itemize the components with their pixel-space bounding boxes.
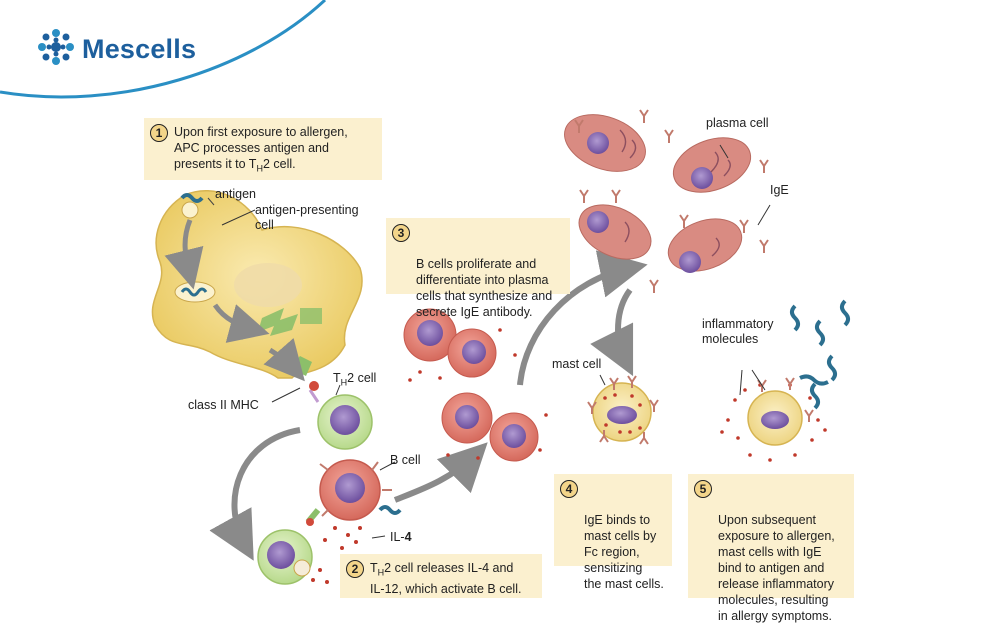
activated-mast-cell [720, 377, 827, 462]
label-il4: IL-4 [390, 530, 412, 544]
step-3-number: 3 [392, 224, 410, 242]
label-mhc: class II MHC [188, 398, 259, 412]
logo-icon [38, 29, 74, 65]
arrow-th2-down [209, 427, 301, 561]
step-1-number: 1 [150, 124, 168, 142]
step-5: 5 Upon subsequent exposure to allergen, … [688, 474, 854, 623]
label-mast: mast cell [552, 357, 602, 371]
step-4: 4 IgE binds to mast cells by Fc region, … [554, 474, 672, 591]
step-5-text: Upon subsequent exposure to allergen, ma… [718, 513, 835, 623]
apc-arrow-3 [263, 338, 305, 382]
label-bcell: B cell [390, 453, 421, 467]
th2-cell-bottom [257, 529, 329, 585]
il4-dots [323, 526, 362, 550]
brand-name: Mescells [82, 34, 197, 64]
step-3: 3 B cells proliferate and differentiate … [386, 218, 570, 319]
proliferation-dots [408, 328, 548, 460]
mast-cell [587, 375, 659, 445]
arrow-b-to-plasma [393, 442, 488, 503]
arrow-to-mast [590, 288, 634, 377]
label-th2: TH2 cell [333, 371, 377, 388]
label-inflam: inflammatory molecules [702, 317, 774, 346]
th2-cell [308, 381, 373, 450]
step-1-text: Upon first exposure to allergen,APC proc… [174, 125, 348, 174]
label-plasma: plasma cell [706, 116, 769, 130]
brand-arc [0, 0, 327, 99]
ige-antibodies [574, 109, 769, 293]
label-apc: antigen-presenting cell [255, 203, 359, 232]
leader-lines [221, 144, 771, 539]
label-ige: IgE [770, 183, 789, 197]
apc-arrow-2 [212, 303, 270, 343]
arrow-prolif [517, 250, 648, 386]
step-4-number: 4 [560, 480, 578, 498]
step-1: 1 Upon first exposure to allergen,APC pr… [144, 118, 382, 180]
b-cell [305, 459, 392, 526]
label-antigen: antigen [215, 187, 257, 201]
proliferating-b-cells [403, 308, 539, 462]
antigen-bcell [378, 505, 402, 515]
apc-cell [151, 190, 363, 379]
plasma-cells [564, 114, 752, 273]
allergen-molecules [790, 299, 850, 410]
step-5-number: 5 [694, 480, 712, 498]
step-3-text: B cells proliferate and differentiate in… [416, 257, 553, 319]
step-2-number: 2 [346, 560, 364, 578]
apc-arrow-1 [164, 219, 204, 290]
antigen-molecule [180, 193, 204, 203]
step-4-text: IgE binds to mast cells by Fc region, se… [584, 513, 664, 591]
